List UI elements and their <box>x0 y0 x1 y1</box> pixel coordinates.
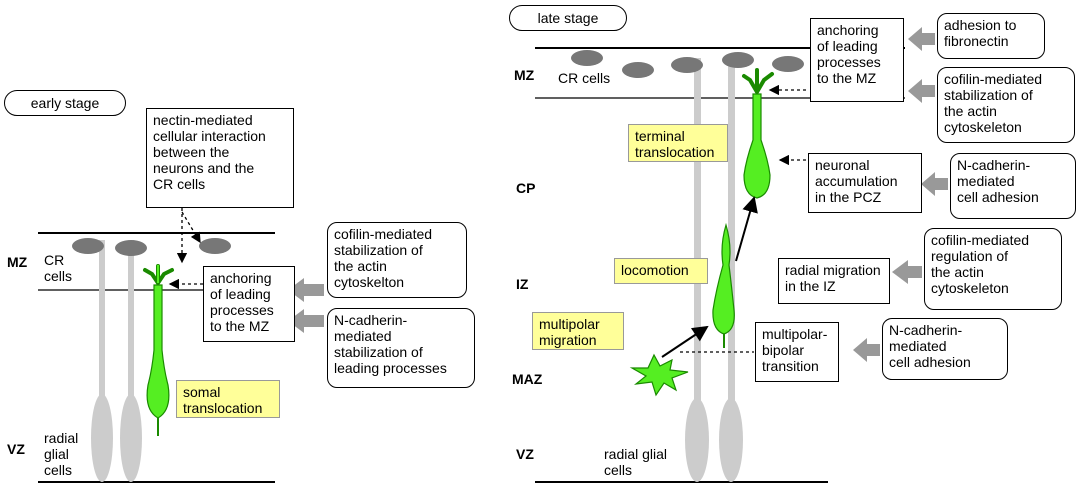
early-zone-mz: MZ <box>7 254 28 270</box>
late-anchoring-box: anchoring of leading processes to the MZ <box>810 18 904 102</box>
late-arrow-multipolar-to-locomotion <box>661 325 709 358</box>
early-neuron <box>143 264 174 436</box>
early-stage-label: early stage <box>4 90 126 116</box>
early-gray-arrows <box>288 278 324 333</box>
late-adhesion-fibronectin-box: adhesion to fibronectin <box>937 13 1045 59</box>
late-ncadherin-adhesion-box-2: N-cadherin- mediated cell adhesion <box>882 318 1008 380</box>
late-zone-mz: MZ <box>514 67 535 83</box>
late-cr-cells <box>571 50 804 78</box>
late-neuronal-accumulation-box: neuronal accumulation in the PCZ <box>808 153 922 213</box>
early-radial-glia <box>91 240 142 482</box>
early-cr-cells-label: CR cells <box>44 252 73 284</box>
late-radial-migration-box: radial migration in the IZ <box>778 258 890 304</box>
late-cofilin-stabilization-box: cofilin-mediated stabilization of the ac… <box>937 67 1075 143</box>
late-zone-cp: CP <box>516 180 536 196</box>
early-ncadherin-box: N-cadherin- mediated stabilization of le… <box>327 308 475 388</box>
late-multipolar-bipolar-box: multipolar- bipolar transition <box>755 322 839 382</box>
early-radial-glial-label: radial glial cells <box>44 430 79 478</box>
late-zone-iz: IZ <box>516 276 529 292</box>
late-neuron-terminal <box>742 68 774 199</box>
late-multipolar-migration-label: multipolar migration <box>532 312 624 350</box>
late-terminal-translocation-label: terminal translocation <box>628 124 728 162</box>
early-somal-translocation-label: somal translocation <box>176 380 280 418</box>
late-cofilin-regulation-box: cofilin-mediated regulation of the actin… <box>924 228 1062 310</box>
late-zone-maz: MAZ <box>512 371 543 387</box>
late-neuron-multipolar <box>629 353 689 397</box>
late-stage-label: late stage <box>509 5 627 31</box>
late-neuron-locomotion <box>712 222 735 348</box>
late-ncadherin-adhesion-box-1: N-cadherin- mediated cell adhesion <box>950 153 1076 219</box>
early-cr-cells <box>72 238 231 256</box>
late-arrow-locomotion-to-terminal <box>735 196 758 262</box>
late-radial-glial-label: radial glial cells <box>604 446 668 478</box>
early-anchoring-box: anchoring of leading processes to the MZ <box>203 266 295 342</box>
early-cofilin-box: cofilin-mediated stabilization of the ac… <box>327 222 467 298</box>
late-locomotion-label: locomotion <box>614 258 708 284</box>
late-gray-arrows <box>853 27 948 362</box>
late-cr-cells-label: CR cells <box>558 70 611 86</box>
early-zone-vz: VZ <box>7 441 25 457</box>
early-nectin-arrow-2 <box>181 211 201 244</box>
late-zone-vz: VZ <box>516 446 534 462</box>
early-nectin-box: nectin-mediated cellular interaction bet… <box>146 108 294 208</box>
